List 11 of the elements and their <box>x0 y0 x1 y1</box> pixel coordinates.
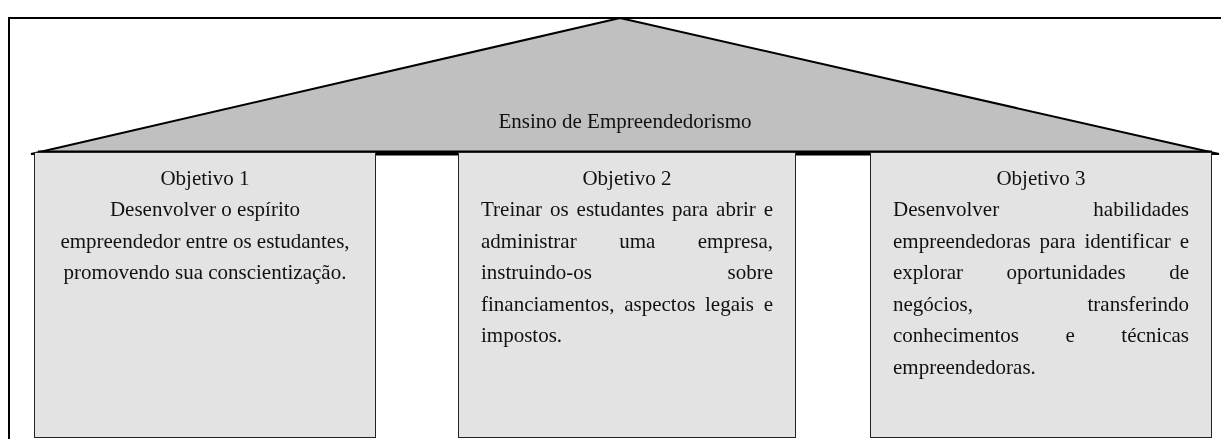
roof-triangle <box>30 17 1220 156</box>
pillar-text: Desenvolver o espírito empreendedor entre os estudantes, promovendo sua conscientização. <box>59 196 351 286</box>
pillar-text: Desenvolver habilidades empreendedoras para identificar e explorar oportunidades de negócios, transferindo conhecimentos e técnicas empreendedoras. <box>893 196 1189 381</box>
objective-pillar <box>870 152 1212 438</box>
pillar-heading: Objetivo 3 <box>995 165 1087 192</box>
pillar-heading: Objetivo 1 <box>159 165 251 192</box>
objective-pillar <box>458 152 796 438</box>
pillar-heading: Objetivo 2 <box>581 165 673 192</box>
roof-title: Ensino de Empreendedorismo <box>497 109 753 134</box>
pillar-text: Treinar os estudantes para abrir e administrar uma empresa, instruindo-os sobre financiamentos, aspectos legais e impostos. <box>481 196 773 349</box>
objective-pillar <box>34 152 376 438</box>
